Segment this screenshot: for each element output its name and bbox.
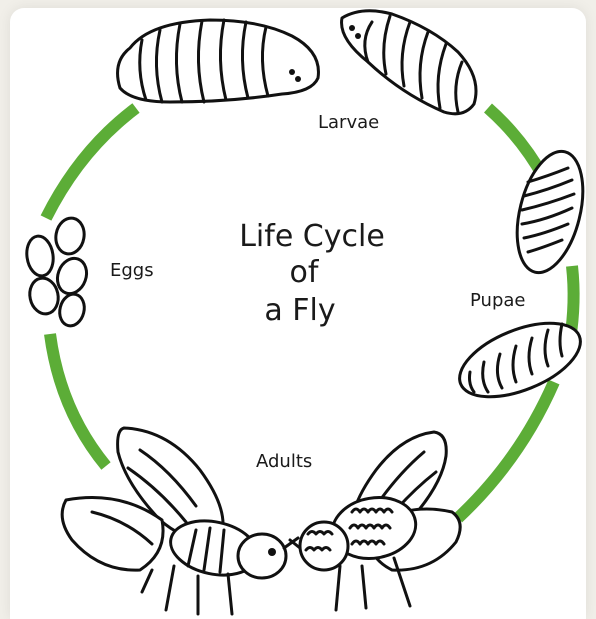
arc-adults-to-eggs [50,334,106,466]
arc-pupae-to-adults [458,382,554,518]
label-pupae: Pupae [470,290,525,311]
label-eggs: Eggs [110,260,154,281]
fly-icon [290,432,460,610]
diagram-title-line-1: Life Cycle [239,219,385,254]
diagram-title-line-3: a Fly [264,293,335,328]
arc-larvae-to-pupae [488,108,544,178]
label-larvae: Larvae [318,112,379,133]
eggs-icon [24,216,91,329]
larva-icon [342,11,476,114]
larva-icon [118,20,319,102]
pupa-icon [506,145,594,280]
label-adults: Adults [256,451,312,472]
arc-eggs-to-larvae [46,108,136,218]
diagram-title-line-2: of [290,255,320,290]
